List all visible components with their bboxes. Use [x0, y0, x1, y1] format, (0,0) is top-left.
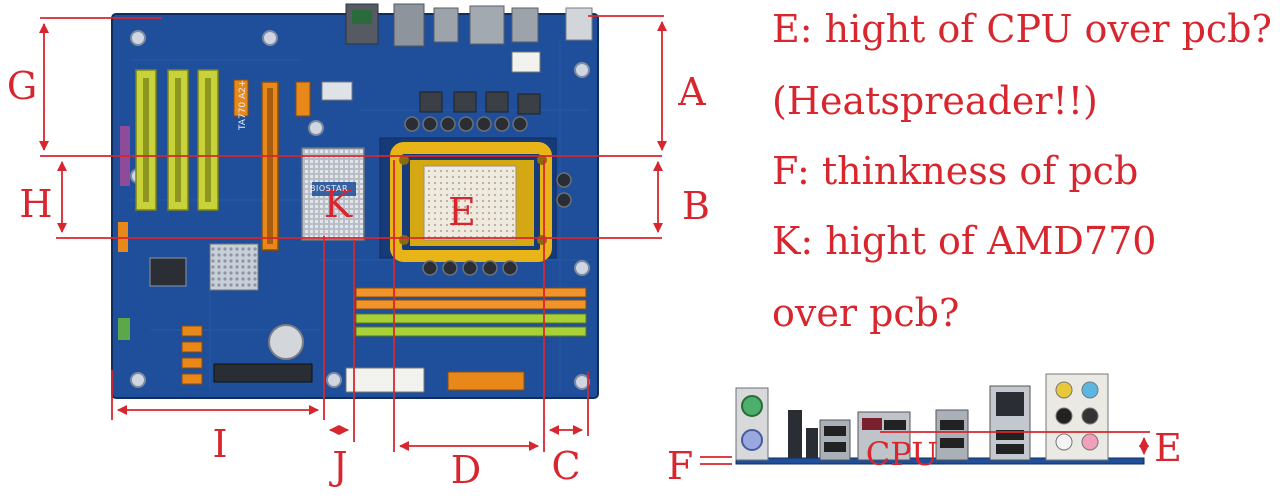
rear-io-panel: [735, 373, 1145, 465]
label-E-side: E: [1154, 426, 1182, 470]
io-chip: [149, 257, 187, 287]
sata-ports: [181, 325, 203, 385]
note-line-3: F: thinkness of pcb: [772, 149, 1139, 193]
note-line-1: E: hight of CPU over pcb?: [772, 7, 1272, 51]
capacitors: [404, 116, 572, 276]
label-J: J: [332, 444, 348, 488]
label-cpu: CPU: [865, 435, 939, 473]
motherboard-photo: [111, 3, 599, 399]
note-line-4: K: hight of AMD770: [772, 219, 1157, 263]
pcie-slots: [233, 79, 311, 251]
label-G: G: [6, 64, 38, 108]
dimm-slots: [355, 287, 587, 337]
note-line-5: over pcb?: [772, 291, 960, 335]
amd770-heatsink: [301, 147, 365, 241]
chokes: [419, 91, 541, 115]
fdd-header: [447, 371, 525, 391]
board-brand: BIOSTAR: [310, 184, 349, 193]
cmos-battery: [268, 324, 304, 360]
label-D: D: [450, 448, 482, 492]
pci-slots: [135, 69, 219, 211]
label-F: F: [666, 444, 694, 488]
label-B: B: [682, 184, 710, 228]
note-line-2: (Heatspreader!!): [772, 79, 1098, 123]
ide-header: [213, 363, 313, 383]
label-C: C: [551, 444, 581, 488]
dimension-lines: [39, 15, 1150, 465]
mounting-holes: [130, 30, 590, 390]
label-I: I: [212, 422, 228, 466]
southbridge-heatsink: [209, 243, 259, 291]
label-E-cpu: E: [448, 190, 476, 234]
label-A: A: [678, 70, 706, 114]
rear-io-top: [345, 3, 593, 47]
board-model: TA770 A2+: [238, 79, 248, 130]
atx-24pin: [345, 367, 425, 393]
label-H: H: [19, 182, 53, 226]
label-K: K: [323, 182, 353, 226]
